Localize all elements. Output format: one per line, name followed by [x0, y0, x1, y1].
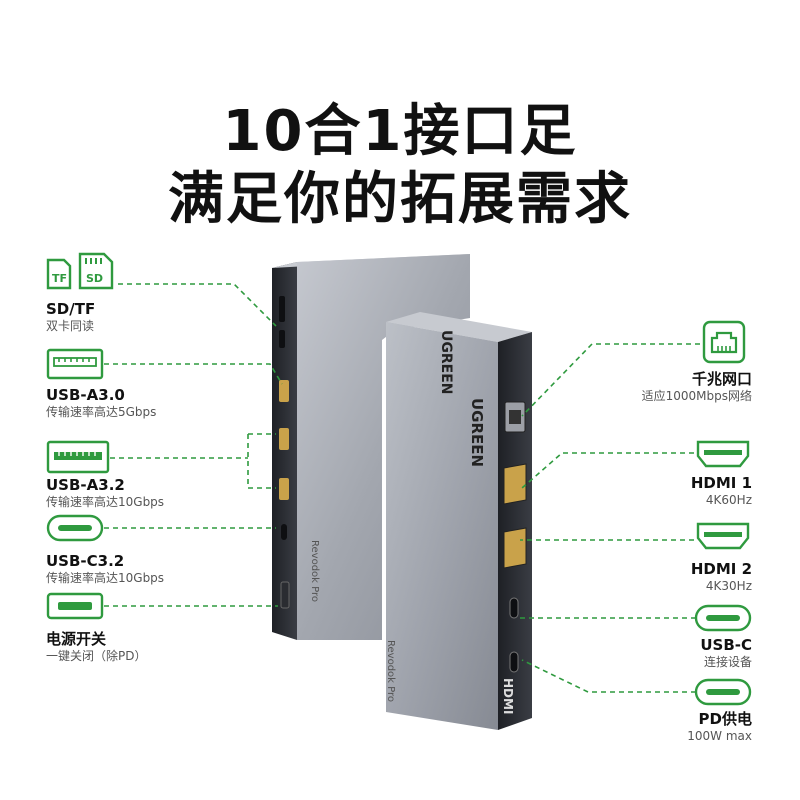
hdmi-port-1 [503, 463, 527, 505]
port-name: USB-A3.2 [46, 476, 125, 494]
port-name: HDMI 2 [690, 560, 752, 578]
back-unit-side-edge [272, 262, 297, 640]
usb-a-port-2 [279, 428, 289, 450]
port-desc: 100W max [687, 729, 752, 743]
connector-ethernet [521, 343, 700, 417]
port-name: USB-C [700, 636, 752, 654]
usb-c-port-front-2 [509, 651, 519, 673]
usb-a-port-3 [279, 478, 289, 500]
port-desc: 4K60Hz [705, 493, 752, 507]
port-label-hdmi1: HDMI 1 4K60Hz [691, 474, 752, 508]
usb-c-port-icon [694, 678, 752, 706]
port-desc: 传输速率高达5Gbps [46, 405, 157, 419]
port-name: 千兆网口 [691, 370, 752, 388]
port-desc: 双卡同读 [46, 319, 95, 333]
model-name-front: Revodok Pro [385, 640, 396, 702]
front-unit [386, 312, 532, 730]
port-desc: 4K30Hz [705, 579, 752, 593]
port-name: HDMI 1 [690, 474, 752, 492]
usb-c-port-front-1 [509, 597, 519, 619]
port-desc: 传输速率高达10Gbps [46, 571, 165, 585]
hdmi-port-icon [696, 440, 750, 468]
port-label-usb-c32: USB-C3.2 传输速率高达10Gbps [46, 552, 164, 586]
back-unit-face [297, 254, 470, 640]
port-desc: 一键关闭（除PD） [46, 649, 147, 663]
svg-text:SD: SD [86, 272, 103, 285]
port-label-usb-a30: USB-A3.0 传输速率高达5Gbps [46, 386, 156, 420]
brand-logo-back: UGREEN [438, 330, 454, 394]
headline-line-1: 10合1接口足 [222, 99, 578, 164]
hdmi-port-2 [503, 527, 527, 569]
connector-pd [521, 659, 696, 693]
svg-text:TF: TF [52, 272, 67, 285]
power-switch-icon [46, 592, 104, 620]
port-label-usb-c: USB-C 连接设备 [700, 636, 752, 670]
usb-c-port-icon [46, 514, 104, 542]
port-label-sd-tf: SD/TF 双卡同读 [46, 300, 95, 334]
usb-a-port-icon [46, 348, 104, 380]
port-name: 电源开关 [46, 630, 107, 648]
port-name: SD/TF [46, 300, 96, 318]
port-desc: 连接设备 [703, 655, 752, 669]
hdmi-port-icon [696, 522, 750, 550]
port-label-power-switch: 电源开关 一键关闭（除PD） [46, 630, 146, 664]
connector-sd [118, 283, 277, 327]
port-label-ethernet: 千兆网口 适应1000Mbps网络 [642, 370, 752, 404]
front-unit-face [386, 322, 498, 730]
headline-line-2: 满足你的拓展需求 [168, 167, 632, 232]
port-label-hdmi2: HDMI 2 4K30Hz [691, 560, 752, 594]
connector-usb-a32-bracket [247, 434, 276, 489]
usb-c-port-back [281, 524, 287, 540]
sd-tf-card-icon: TF SD [46, 252, 114, 290]
sd-slot [279, 296, 285, 322]
port-desc: 传输速率高达10Gbps [46, 495, 165, 509]
connector-hdmi1 [521, 452, 694, 489]
port-name: USB-C3.2 [46, 552, 125, 570]
left-connector-lines [104, 283, 283, 607]
port-desc: 适应1000Mbps网络 [641, 389, 752, 403]
brand-logo-front: UGREEN [468, 398, 486, 467]
port-name: PD供电 [698, 710, 752, 728]
usb-c-port-icon [694, 604, 752, 632]
power-switch [280, 581, 290, 609]
port-name: USB-A3.0 [46, 386, 125, 404]
ethernet-port-icon [702, 320, 746, 364]
usb-a-port-1 [279, 380, 289, 402]
right-connector-lines [520, 343, 700, 693]
front-unit-top [386, 312, 532, 342]
port-label-usb-a32: USB-A3.2 传输速率高达10Gbps [46, 476, 164, 510]
usb-a-port-icon [46, 440, 110, 474]
model-name-back: Revodok Pro [309, 540, 320, 602]
port-label-pd: PD供电 100W max [687, 710, 752, 744]
hdmi-mark: HDMI [501, 678, 515, 714]
connector-usb-a30 [104, 363, 283, 385]
back-unit [272, 254, 470, 640]
tf-slot [279, 330, 285, 348]
